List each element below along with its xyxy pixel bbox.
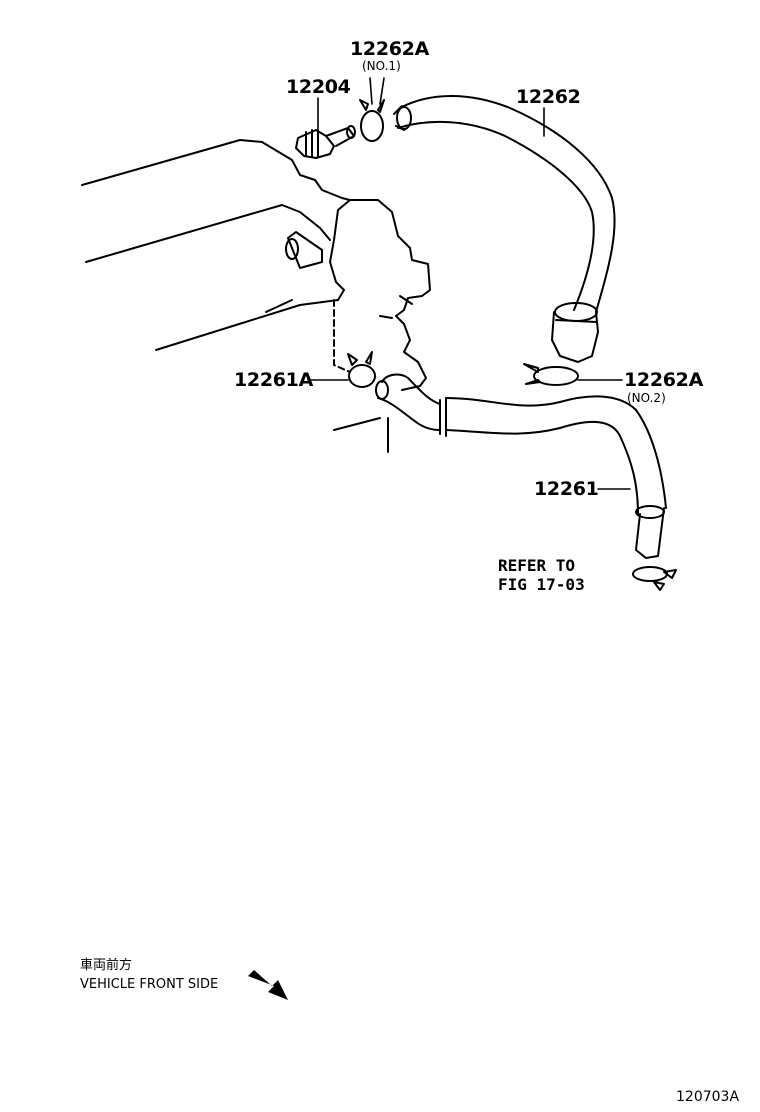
part-12262A-no1-label: 12262A: [350, 38, 430, 60]
hose-12261: [375, 373, 667, 559]
orientation-english: VEHICLE FRONT SIDE: [80, 977, 219, 992]
leader-lines: [307, 77, 631, 490]
part-12204-label: 12204: [286, 76, 351, 98]
reference-line-1: REFER TO: [498, 556, 576, 575]
part-12262A-no2-label: 12262A: [624, 369, 704, 391]
part-12261A-label: 12261A: [234, 369, 314, 391]
clamp-no2: [523, 363, 579, 386]
part-12262-label: 12262: [516, 86, 581, 108]
orientation-japanese: 車両前方: [80, 958, 133, 973]
part-12261-label: 12261: [534, 478, 599, 500]
arrow-down-right-icon: [248, 970, 288, 1000]
head-boss: [285, 231, 323, 269]
part-12262A-no2-note: (NO.2): [627, 391, 666, 405]
clamp-reference: [632, 566, 677, 591]
clamp-no1: [359, 99, 385, 142]
pcv-valve: [295, 125, 356, 159]
reference-line-2: FIG 17-03: [498, 575, 585, 594]
clamp-12261A: [347, 351, 376, 388]
figure-id: 120703A: [676, 1089, 740, 1105]
hose-12262: [393, 95, 616, 363]
part-12262A-no1-note: (NO.1): [362, 59, 401, 73]
engine-head-outline: [81, 139, 431, 453]
hidden-outline: [333, 299, 351, 373]
